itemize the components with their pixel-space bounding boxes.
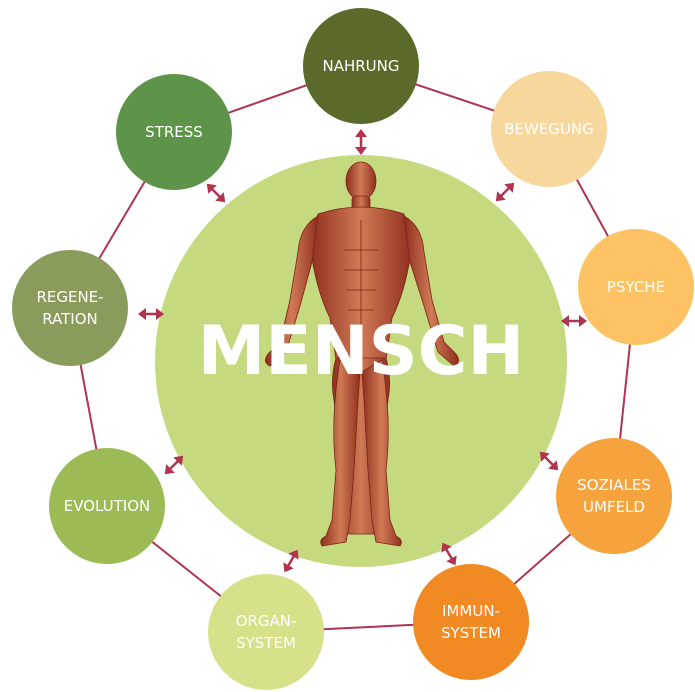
double-arrow-icon [355, 129, 367, 155]
node-circle [556, 438, 672, 554]
node-label: SOZIALES [577, 476, 651, 494]
node-immunsystem: IMMUN- SYSTEM [413, 564, 529, 680]
node-circle [413, 564, 529, 680]
node-label: RATION [42, 310, 98, 328]
node-label: ORGAN- [236, 612, 297, 630]
node-soziales-umfeld: SOZIALES UMFELD [556, 438, 672, 554]
node-label: UMFELD [583, 498, 645, 516]
double-arrow-icon [561, 315, 587, 327]
node-label: PSYCHE [607, 278, 665, 296]
double-arrow-icon [203, 180, 230, 207]
center-label: MENSCH [198, 312, 525, 391]
node-psyche: PSYCHE [578, 229, 694, 345]
node-circle [12, 250, 128, 366]
node-label: SYSTEM [441, 624, 501, 642]
node-label: REGENE- [36, 288, 103, 306]
node-label: IMMUN- [442, 602, 500, 620]
node-nahrung: NAHRUNG [303, 8, 419, 124]
node-evolution: EVOLUTION [49, 448, 165, 564]
node-organsystem: ORGAN- SYSTEM [208, 574, 324, 690]
double-arrow-icon [492, 179, 519, 206]
node-stress: STRESS [116, 74, 232, 190]
node-regeneration: REGENE- RATION [12, 250, 128, 366]
node-label: EVOLUTION [64, 497, 150, 515]
node-label: BEWEGUNG [504, 120, 594, 138]
node-circle [208, 574, 324, 690]
node-label: NAHRUNG [322, 57, 399, 75]
node-label: SYSTEM [236, 634, 296, 652]
node-label: STRESS [145, 123, 203, 141]
node-bewegung: BEWEGUNG [491, 71, 607, 187]
